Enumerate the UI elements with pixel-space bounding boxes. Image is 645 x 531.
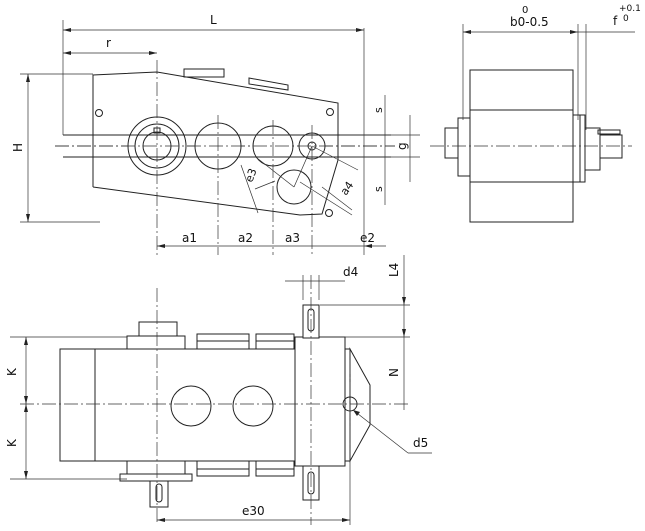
dim-K-top: K: [5, 367, 19, 376]
dim-H: H: [11, 143, 25, 152]
dim-e30: e30: [242, 504, 265, 518]
side-view: b0-0.5 0 f +0.1 0: [430, 4, 641, 223]
dim-b0-tol: 0: [522, 5, 528, 16]
dim-a2: a2: [238, 231, 253, 245]
dim-s-bottom: s: [372, 186, 385, 192]
dim-f: f: [613, 14, 618, 28]
dim-L: L: [210, 13, 217, 27]
dim-g: g: [395, 142, 409, 150]
dim-a4: a4: [338, 179, 357, 198]
dim-N: N: [387, 368, 401, 377]
dim-a1: a1: [182, 231, 197, 245]
dim-L4: L4: [387, 263, 401, 277]
dim-s-top: s: [372, 107, 385, 113]
dim-a3: a3: [285, 231, 300, 245]
front-view: L r H a1 a2 a3 e2 e3 a4 s s g: [11, 13, 420, 255]
top-view: K K d4 L4 N d5 e30: [5, 255, 432, 525]
dim-e2: e2: [360, 231, 375, 245]
dim-r: r: [106, 36, 111, 50]
dim-d4: d4: [343, 265, 358, 279]
dim-b0: b0-0.5: [510, 15, 549, 29]
dim-d5: d5: [413, 436, 428, 450]
dim-K-bottom: K: [5, 438, 19, 447]
dim-e3: e3: [243, 167, 260, 184]
dim-f-lower: 0: [623, 14, 629, 24]
dim-f-upper: +0.1: [619, 4, 641, 14]
